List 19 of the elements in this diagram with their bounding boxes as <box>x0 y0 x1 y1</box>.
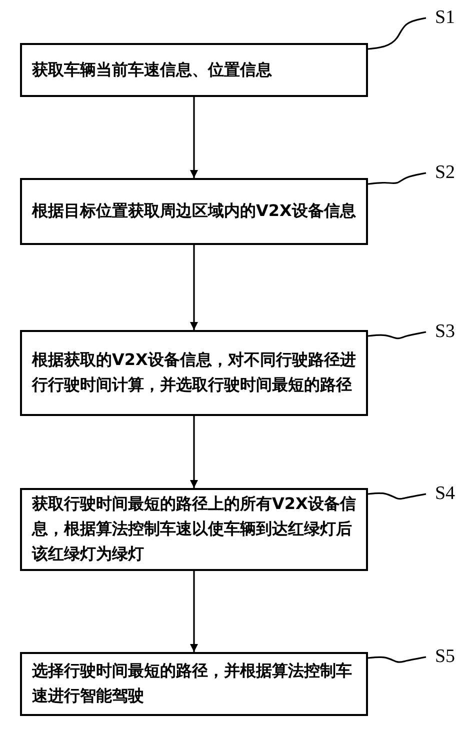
leader-line <box>368 172 426 185</box>
process-box: 根据获取的V2X设备信息，对不同行驶路径进行行驶时间计算，并选取行驶时间最短的路径 <box>20 330 368 416</box>
leader-line <box>368 656 426 663</box>
step-label: S5 <box>428 644 462 670</box>
step-label: S1 <box>428 5 462 31</box>
process-box: 根据目标位置获取周边区域内的V2X设备信息 <box>20 178 368 245</box>
arrow <box>190 245 198 330</box>
arrow <box>190 416 198 488</box>
process-box: 选择行驶时间最短的路径，并根据算法控制车速进行智能驾驶 <box>20 652 368 716</box>
process-box: 获取行驶时间最短的路径上的所有V2X设备信息，根据算法控制车速以使车辆到达红绿灯后该红绿灯为绿灯 <box>20 488 368 571</box>
leader-line <box>368 492 426 500</box>
step-label: S2 <box>428 160 462 186</box>
step-label: S3 <box>428 319 462 345</box>
process-box: 获取车辆当前车速信息、位置信息 <box>20 43 368 97</box>
arrow <box>190 571 198 652</box>
leader-line <box>368 331 426 340</box>
leader-line <box>368 17 426 50</box>
step-label: S4 <box>428 481 462 507</box>
arrow <box>190 97 198 178</box>
